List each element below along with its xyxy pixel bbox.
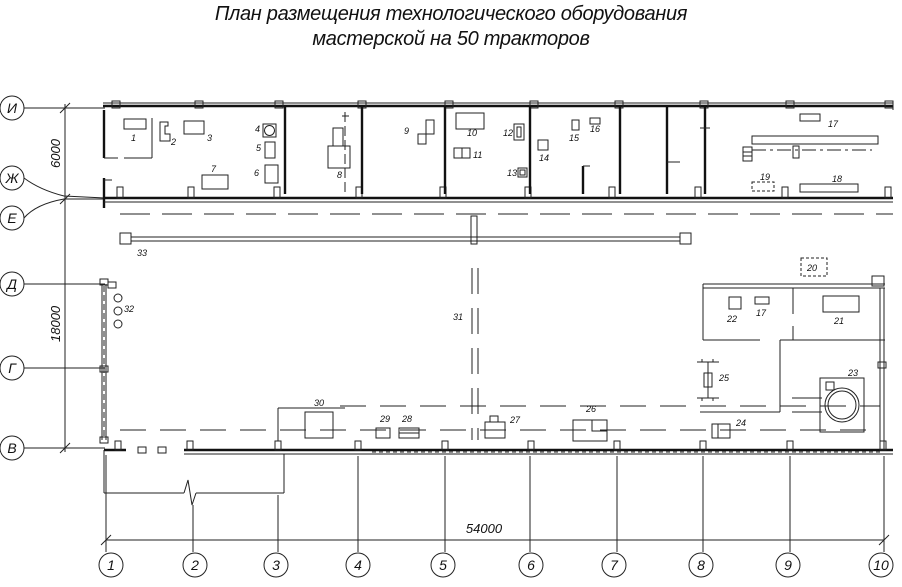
axis-E-label: Е — [7, 210, 17, 226]
label-9: 9 — [404, 126, 409, 136]
column-axis-markers: 1 2 3 4 5 6 7 8 9 10 — [98, 455, 894, 578]
label-13: 13 — [507, 168, 517, 178]
axis-G-label: Г — [8, 360, 17, 376]
label-27: 27 — [509, 415, 521, 425]
axis-3-label: 3 — [272, 557, 280, 573]
centerline-31 — [471, 268, 479, 440]
dim-6000: 6000 — [48, 138, 63, 168]
main-hall-bottom-wall — [103, 405, 893, 506]
label-22: 22 — [726, 314, 737, 324]
label-33: 33 — [137, 248, 147, 258]
equipment-top — [123, 112, 879, 194]
label-29: 29 — [379, 414, 390, 424]
label-6: 6 — [254, 168, 259, 178]
label-2: 2 — [170, 137, 176, 147]
axis-V-label: В — [7, 440, 16, 456]
label-26: 26 — [585, 404, 596, 414]
axis-2-label: 2 — [190, 557, 199, 573]
label-15: 15 — [569, 133, 580, 143]
label-3: 3 — [207, 133, 212, 143]
label-4: 4 — [255, 124, 260, 134]
label-24: 24 — [735, 418, 746, 428]
label-25: 25 — [718, 373, 730, 383]
label-17-bottom: 17 — [756, 308, 767, 318]
axis-Zh-label: Ж — [5, 170, 20, 186]
label-28: 28 — [401, 414, 412, 424]
label-30: 30 — [314, 398, 324, 408]
equipment-labels: 1 2 3 4 5 6 7 8 9 10 11 12 13 14 15 16 1… — [124, 119, 858, 428]
label-12: 12 — [503, 128, 513, 138]
equipment-main — [113, 257, 865, 442]
title-line-2: мастерской на 50 тракторов — [312, 28, 590, 50]
title-line-1: План размещения технологического оборудо… — [214, 3, 688, 25]
label-1: 1 — [131, 133, 136, 143]
label-5: 5 — [256, 143, 262, 153]
label-16: 16 — [590, 124, 600, 134]
drawing-title: План размещения технологического оборудо… — [0, 2, 902, 52]
label-8: 8 — [337, 170, 342, 180]
axis-I-label: И — [7, 100, 18, 116]
axis-4-label: 4 — [354, 557, 362, 573]
label-14: 14 — [539, 153, 549, 163]
axis-10-label: 10 — [873, 557, 889, 573]
axis-1-label: 1 — [107, 557, 115, 573]
main-hall-left-wall — [99, 278, 117, 444]
label-19: 19 — [760, 172, 770, 182]
axis-8-label: 8 — [697, 557, 705, 573]
label-23: 23 — [847, 368, 858, 378]
label-11: 11 — [473, 150, 482, 160]
horizontal-dimension: 54000 — [100, 521, 890, 546]
axis-9-label: 9 — [784, 557, 792, 573]
right-rooms — [700, 275, 887, 450]
dim-18000: 18000 — [48, 305, 63, 342]
label-31: 31 — [453, 312, 463, 322]
axis-7-label: 7 — [610, 557, 619, 573]
overhead-crane-33 — [119, 215, 692, 245]
top-block-walls — [102, 100, 894, 208]
axis-D-label: Д — [5, 276, 17, 292]
label-7: 7 — [211, 164, 217, 174]
label-10: 10 — [467, 128, 477, 138]
label-32: 32 — [124, 304, 134, 314]
dim-54000: 54000 — [466, 521, 503, 536]
label-20: 20 — [806, 263, 817, 273]
label-17-top: 17 — [828, 119, 839, 129]
vertical-dimensions: 6000 18000 — [48, 102, 71, 454]
label-21: 21 — [833, 316, 844, 326]
axis-5-label: 5 — [439, 557, 447, 573]
label-18: 18 — [832, 174, 842, 184]
axis-6-label: 6 — [527, 557, 535, 573]
